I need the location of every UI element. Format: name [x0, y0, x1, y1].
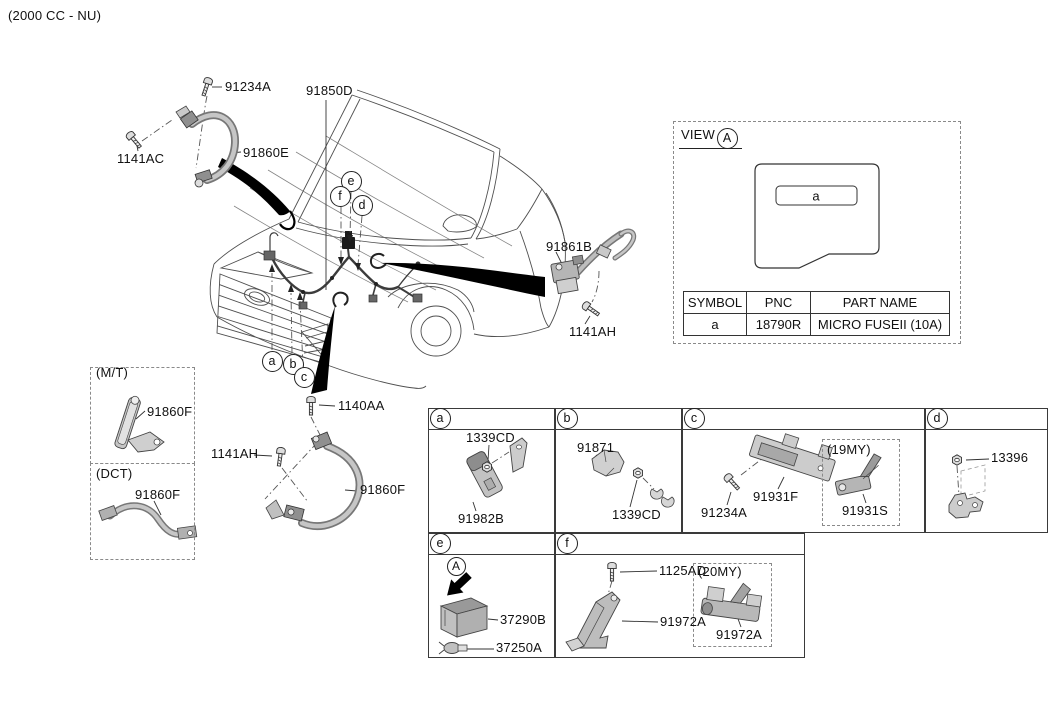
callout-c: c [293, 366, 315, 388]
harness-91850d [263, 231, 423, 310]
fuse-slot-label: a [812, 188, 820, 204]
leader-arrowheads [269, 235, 361, 300]
part-label-91860f-center: 91860F [360, 482, 406, 497]
page-title: (2000 CC - NU) [8, 8, 102, 23]
view-table: SYMBOL PNC PART NAME a 18790R MICRO FUSE… [683, 291, 950, 336]
grid-label-91972a: 91972A [660, 614, 707, 629]
grid-label-37290b: 37290B [500, 612, 547, 627]
grid-label-1339cd-a: 1339CD [466, 430, 515, 445]
grid-label-91234a: 91234A [701, 505, 748, 520]
parts-grid-cell-f [555, 533, 805, 658]
view-table-header-row: SYMBOL PNC PART NAME [684, 292, 949, 314]
cell-key-b: b [556, 407, 578, 429]
grid-label-1125ad: 1125AD [659, 563, 707, 578]
dct-tag-label: (DCT) [96, 466, 133, 481]
cell-part-name: MICRO FUSEII (10A) [817, 317, 943, 332]
cell-key-a: a [429, 407, 451, 429]
mt-tag-label: (M/T) [96, 365, 129, 380]
grid-label-1339cd-b: 1339CD [612, 507, 661, 522]
part-label-91860e: 91860E [243, 145, 290, 160]
part-label-1141ah-right: 1141AH [569, 324, 617, 339]
view-callout-a: A [716, 127, 738, 149]
parts-grid-cell-e [428, 533, 555, 658]
cell-c-header [683, 409, 924, 430]
view-title: VIEW [681, 127, 716, 142]
callout-f: f [329, 185, 351, 207]
grid-label-91982b: 91982B [458, 511, 505, 526]
cell-key-c: c [683, 407, 705, 429]
grid-tag-20my: (20MY) [698, 564, 742, 579]
col-pnc: PNC [747, 292, 811, 313]
col-symbol: SYMBOL [684, 292, 747, 313]
grid-label-91931f: 91931F [753, 489, 799, 504]
view-table-data-row: a 18790R MICRO FUSEII (10A) [684, 314, 949, 335]
part-label-1140aa: 1140AA [338, 398, 385, 413]
grid-label-13396: 13396 [991, 450, 1029, 465]
car-outline [209, 89, 566, 389]
callout-a: a [261, 350, 283, 372]
dct-part-label: 91860F [135, 487, 181, 502]
cell-a-header [429, 409, 554, 430]
part-label-1141ac: 1141AC [117, 151, 165, 166]
part-label-91850d: 91850D [306, 83, 353, 98]
cell-pnc: 18790R [747, 314, 811, 335]
sub-box-20my [693, 563, 772, 647]
parts-grid-cell-b [555, 408, 682, 533]
variant-box-dct [90, 463, 195, 560]
cell-e-header [429, 534, 554, 555]
parts-grid-cell-d [925, 408, 1048, 533]
grid-label-91972a-20my: 91972A [716, 627, 763, 642]
part-91860e-cable [175, 105, 239, 188]
callout-e: e [340, 170, 362, 192]
view-a-box [673, 121, 961, 344]
grid-label-91871: 91871 [577, 440, 615, 455]
col-part-name: PART NAME [842, 295, 918, 310]
mt-part-label: 91860F [147, 404, 193, 419]
cell-symbol: a [684, 314, 747, 335]
parts-grid-cell-c [682, 408, 925, 533]
part-label-1141ah-left: 1141AH [211, 446, 259, 461]
view-title-underline [679, 148, 742, 149]
callout-d: d [351, 194, 373, 216]
cell-f-header [556, 534, 804, 555]
cell-d-header [926, 409, 1047, 430]
part-label-91234a: 91234A [225, 79, 272, 94]
sub-box-19my [822, 439, 900, 526]
cell-key-f: f [556, 532, 578, 554]
part-91860f-center-cable [265, 431, 364, 531]
cell-b-header [556, 409, 681, 430]
grid-label-91931s: 91931S [842, 503, 889, 518]
car-xray-lines [233, 135, 513, 303]
grid-label-37250a: 37250A [496, 640, 543, 655]
cell-key-e: e [429, 532, 451, 554]
cell-e-view-callout: A [446, 556, 466, 576]
part-label-91861b: 91861B [546, 239, 593, 254]
parts-grid-cell-a [428, 408, 555, 533]
cell-key-d: d [926, 407, 948, 429]
grid-tag-19my: (19MY) [827, 442, 871, 457]
